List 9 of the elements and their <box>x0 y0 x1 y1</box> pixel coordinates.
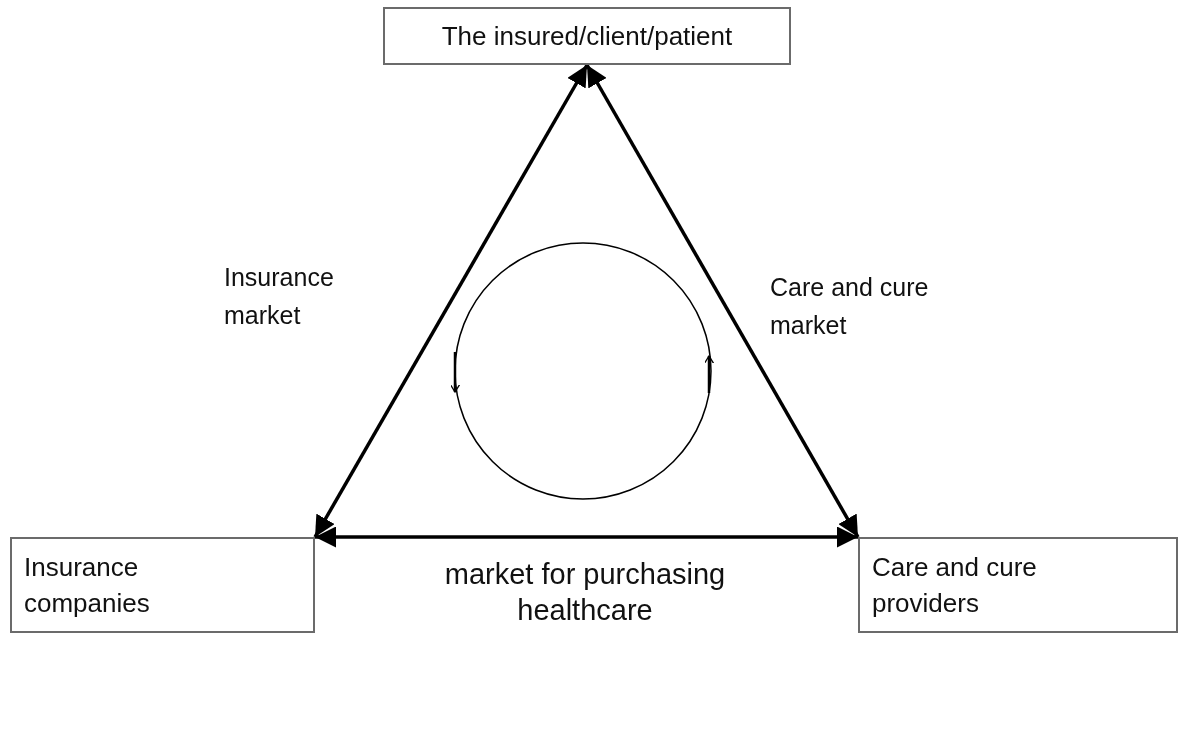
box-text: The insured/client/patient <box>441 19 733 53</box>
double-headed-arrow <box>315 526 858 548</box>
text-box-border <box>383 7 791 65</box>
box-text: Care and cure providers <box>872 551 1038 620</box>
text-box-border <box>10 537 315 633</box>
box-text: Insurance companies <box>24 551 151 620</box>
double-headed-arrow <box>313 64 589 538</box>
double-headed-arrow <box>585 64 860 538</box>
text-box-border <box>858 537 1178 633</box>
